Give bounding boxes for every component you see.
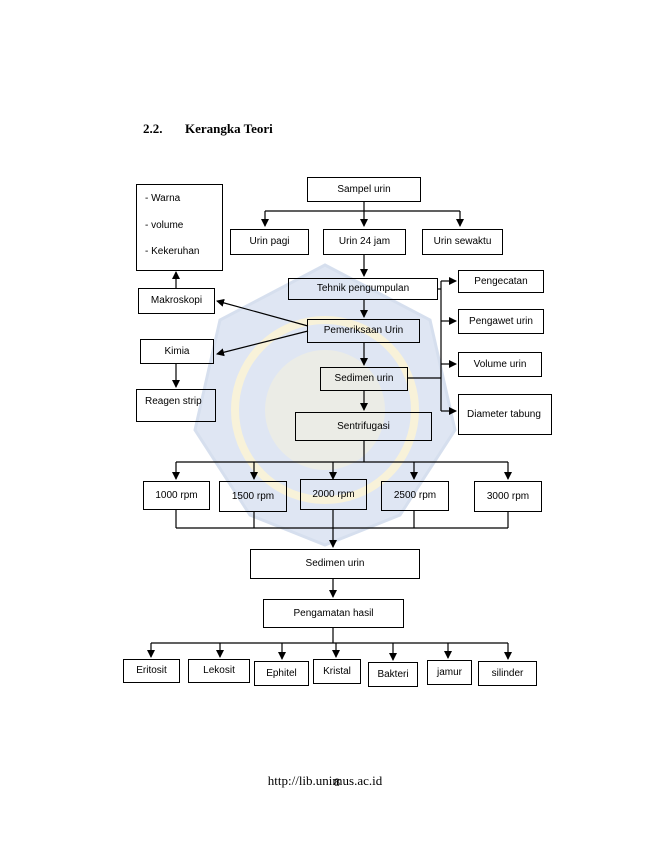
- observation-item: - Kekeruhan: [145, 246, 200, 257]
- node-sampel-urin: Sampel urin: [307, 177, 421, 202]
- section-title: Kerangka Teori: [185, 121, 273, 136]
- rpm-box: 1500 rpm: [219, 481, 287, 512]
- node-pengawet-urin: Pengawet urin: [458, 309, 544, 334]
- node-pengecatan: Pengecatan: [458, 270, 544, 293]
- node-sedimen-urin-1: Sedimen urin: [320, 367, 408, 391]
- section-number: 2.2.: [143, 121, 163, 136]
- node-makroskopi: Makroskopi: [138, 288, 215, 314]
- result-box: Lekosit: [188, 659, 250, 683]
- node-sedimen-urin-2: Sedimen urin: [250, 549, 420, 579]
- rpm-box: 2000 rpm: [300, 479, 367, 510]
- node-urin-pagi: Urin pagi: [230, 229, 309, 255]
- node-diameter-tabung: Diameter tabung: [458, 394, 552, 435]
- observation-item: - volume: [145, 220, 184, 231]
- node-urin-sewaktu: Urin sewaktu: [422, 229, 503, 255]
- node-reagen-strip: Reagen strip: [136, 389, 216, 422]
- rpm-box: 1000 rpm: [143, 481, 210, 510]
- node-volume-urin: Volume urin: [458, 352, 542, 377]
- node-sentrifugasi: Sentrifugasi: [295, 412, 432, 441]
- node-pengamatan-hasil: Pengamatan hasil: [263, 599, 404, 628]
- section-heading: 2.2. Kerangka Teori: [143, 121, 273, 137]
- result-box: jamur: [427, 660, 472, 685]
- rpm-box: 2500 rpm: [381, 481, 449, 511]
- result-box: Kristal: [313, 659, 361, 684]
- observations-box: - Warna - volume - Kekeruhan: [136, 184, 223, 271]
- result-box: Bakteri: [368, 662, 418, 687]
- node-pemeriksaan-urin: Pemeriksaan Urin: [307, 319, 420, 343]
- result-box: silinder: [478, 661, 537, 686]
- node-urin-24-jam: Urin 24 jam: [323, 229, 406, 255]
- observation-item: - Warna: [145, 193, 181, 204]
- result-box: Ephitel: [254, 661, 309, 686]
- result-box: Eritosit: [123, 659, 180, 683]
- node-kimia: Kimia: [140, 339, 214, 364]
- rpm-box: 3000 rpm: [474, 481, 542, 512]
- node-tehnik-pengumpulan: Tehnik pengumpulan: [288, 278, 438, 300]
- footer-url[interactable]: http://lib.unimus.ac.id: [267, 773, 383, 788]
- page-number: 8: [334, 775, 340, 789]
